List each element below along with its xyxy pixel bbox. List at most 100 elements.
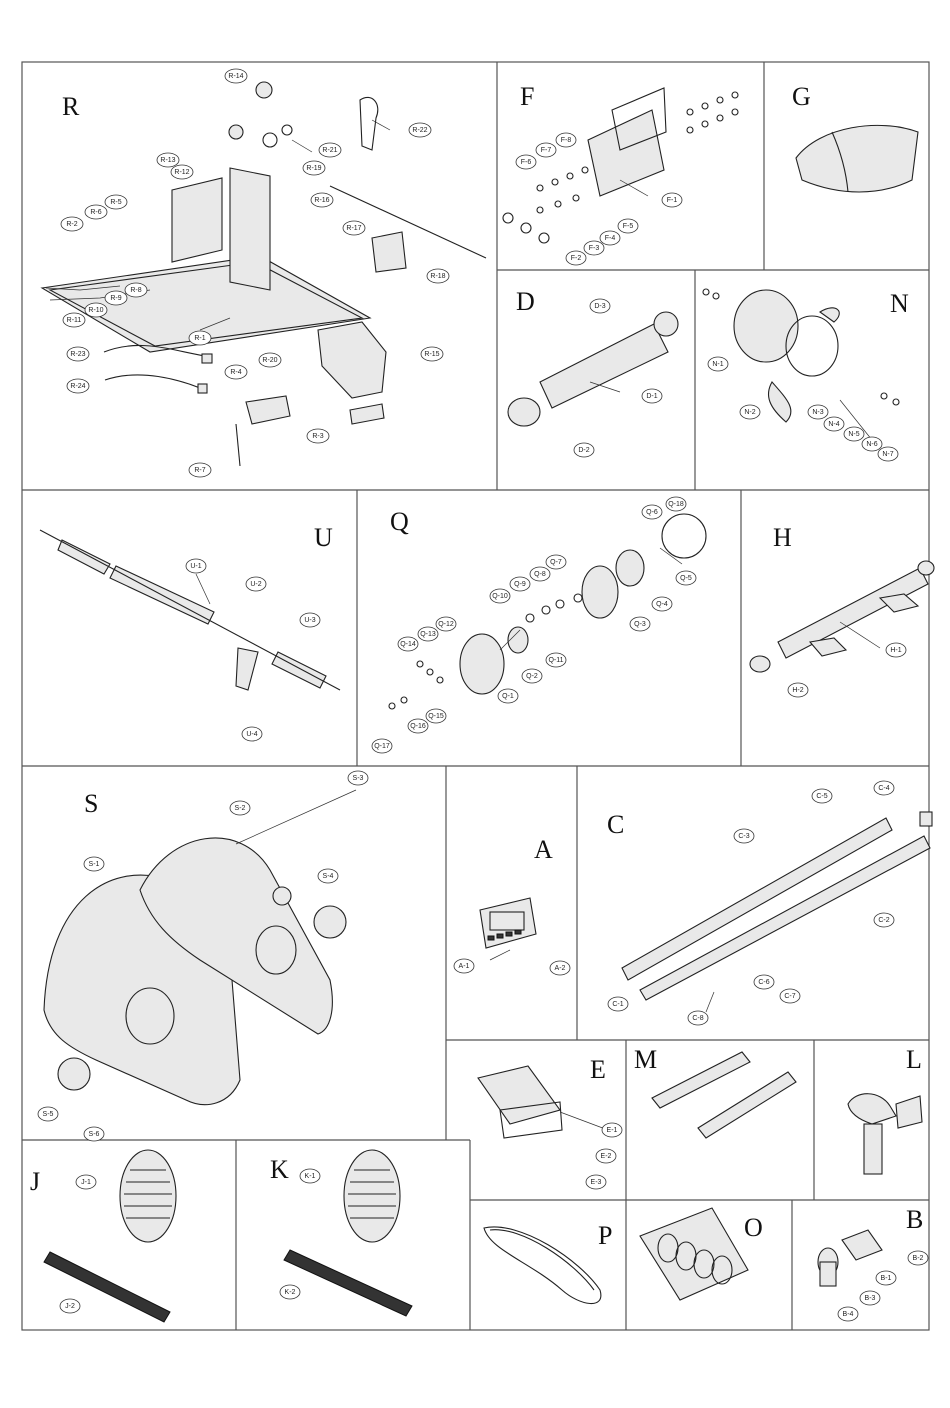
svg-text:R-20: R-20 <box>262 357 277 364</box>
section-letter-B: B <box>906 1205 923 1234</box>
svg-text:A-1: A-1 <box>459 963 470 970</box>
svg-text:Q-14: Q-14 <box>400 641 416 648</box>
svg-text:J-1: J-1 <box>81 1179 91 1186</box>
svg-text:U-3: U-3 <box>304 617 315 624</box>
svg-text:N-2: N-2 <box>744 409 755 416</box>
svg-text:S-3: S-3 <box>353 775 364 782</box>
svg-text:U-1: U-1 <box>190 563 201 570</box>
svg-text:F-6: F-6 <box>521 159 532 166</box>
svg-text:R-19: R-19 <box>306 165 321 172</box>
callout-F-3: F-3 <box>583 240 605 256</box>
svg-text:Q-17: Q-17 <box>374 743 390 750</box>
callout-R-3: R-3 <box>306 428 330 444</box>
svg-text:B-4: B-4 <box>843 1311 854 1318</box>
leader-lines <box>45 119 881 1131</box>
section-letter-L: L <box>906 1045 922 1074</box>
callout-D-3: D-3 <box>589 298 611 314</box>
callout-R-5: R-5 <box>104 194 128 210</box>
svg-text:F-3: F-3 <box>589 245 600 252</box>
callout-S-3: S-3 <box>347 770 369 786</box>
belt-drawing-P <box>483 1226 602 1305</box>
svg-text:R-14: R-14 <box>228 73 243 80</box>
callout-F-7: F-7 <box>535 142 557 158</box>
section-letter-U: U <box>314 523 333 552</box>
svg-text:C-2: C-2 <box>878 917 889 924</box>
svg-text:R-7: R-7 <box>194 467 205 474</box>
svg-text:F-2: F-2 <box>571 255 582 262</box>
callout-B-1: B-1 <box>875 1270 897 1286</box>
callout-R-24: R-24 <box>66 378 90 394</box>
handle-drawing-L <box>847 1093 923 1175</box>
section-letter-J: J <box>30 1167 40 1196</box>
svg-text:R-6: R-6 <box>90 209 101 216</box>
frame-drawing-R <box>40 81 487 467</box>
callout-Q-17: Q-17 <box>371 738 393 754</box>
svg-text:R-16: R-16 <box>314 197 329 204</box>
section-letter-S: S <box>84 789 98 818</box>
callout-S-5: S-5 <box>37 1106 59 1122</box>
callout-Q-9: Q-9 <box>509 576 531 592</box>
callout-D-2: D-2 <box>573 442 595 458</box>
svg-text:S-4: S-4 <box>323 873 334 880</box>
callout-S-4: S-4 <box>317 868 339 884</box>
svg-text:R-4: R-4 <box>230 369 241 376</box>
callout-E-2: E-2 <box>595 1148 617 1164</box>
callout-J-1: J-1 <box>75 1174 97 1190</box>
svg-text:D-2: D-2 <box>578 447 589 454</box>
section-letters: R F G D N U Q H S A C E M L J K P O B <box>30 82 923 1250</box>
callout-E-3: E-3 <box>585 1174 607 1190</box>
tube-drawing-H <box>749 560 935 673</box>
svg-text:K-1: K-1 <box>305 1173 316 1180</box>
section-letter-Q: Q <box>390 507 409 536</box>
svg-text:N-4: N-4 <box>828 421 839 428</box>
svg-text:R-13: R-13 <box>160 157 175 164</box>
callout-Q-14: Q-14 <box>397 636 419 652</box>
svg-text:R-22: R-22 <box>412 127 427 134</box>
callout-Q-12: Q-12 <box>435 616 457 632</box>
svg-text:F-5: F-5 <box>623 223 634 230</box>
callout-Q-3: Q-3 <box>629 616 651 632</box>
svg-text:R-8: R-8 <box>130 287 141 294</box>
callout-K-2: K-2 <box>279 1284 301 1300</box>
svg-text:Q-7: Q-7 <box>550 559 562 566</box>
callout-F-1: F-1 <box>661 192 683 208</box>
callout-labels: R-14 R-13 R-12 R-5 R-6 R-2 R-22 R-21 R-1… <box>37 68 929 1322</box>
svg-text:Q-11: Q-11 <box>548 657 563 664</box>
svg-text:F-7: F-7 <box>541 147 552 154</box>
callout-N-6: N-6 <box>861 436 883 452</box>
callout-Q-1: Q-1 <box>497 688 519 704</box>
callout-B-4: B-4 <box>837 1306 859 1322</box>
section-letter-H: H <box>773 523 792 552</box>
svg-text:R-23: R-23 <box>70 351 85 358</box>
callout-C-6: C-6 <box>753 974 775 990</box>
callout-N-7: N-7 <box>877 446 899 462</box>
callout-Q-8: Q-8 <box>529 566 551 582</box>
callout-N-3: N-3 <box>807 404 829 420</box>
callout-F-8: F-8 <box>555 132 577 148</box>
callout-Q-16: Q-16 <box>407 718 429 734</box>
svg-text:R-2: R-2 <box>66 221 77 228</box>
svg-text:R-5: R-5 <box>110 199 121 206</box>
svg-text:E-1: E-1 <box>607 1127 618 1134</box>
svg-text:N-7: N-7 <box>882 451 893 458</box>
svg-text:E-2: E-2 <box>601 1153 612 1160</box>
callout-A-2: A-2 <box>549 960 571 976</box>
callout-R-18: R-18 <box>426 268 450 284</box>
pedal-drawing-K <box>283 1149 413 1317</box>
callout-D-1: D-1 <box>641 388 663 404</box>
callout-U-1: U-1 <box>185 558 207 574</box>
callout-R-2: R-2 <box>60 216 84 232</box>
callout-R-16: R-16 <box>310 192 334 208</box>
callout-S-2: S-2 <box>229 800 251 816</box>
callout-J-2: J-2 <box>59 1298 81 1314</box>
svg-text:C-3: C-3 <box>738 833 749 840</box>
callout-R-8: R-8 <box>124 282 148 298</box>
callout-Q-6: Q-6 <box>641 504 663 520</box>
callout-F-5: F-5 <box>617 218 639 234</box>
callout-R-23: R-23 <box>66 346 90 362</box>
svg-text:Q-18: Q-18 <box>668 501 684 508</box>
callout-R-10: R-10 <box>84 302 108 318</box>
callout-B-2: B-2 <box>907 1250 929 1266</box>
svg-text:D-3: D-3 <box>594 303 605 310</box>
